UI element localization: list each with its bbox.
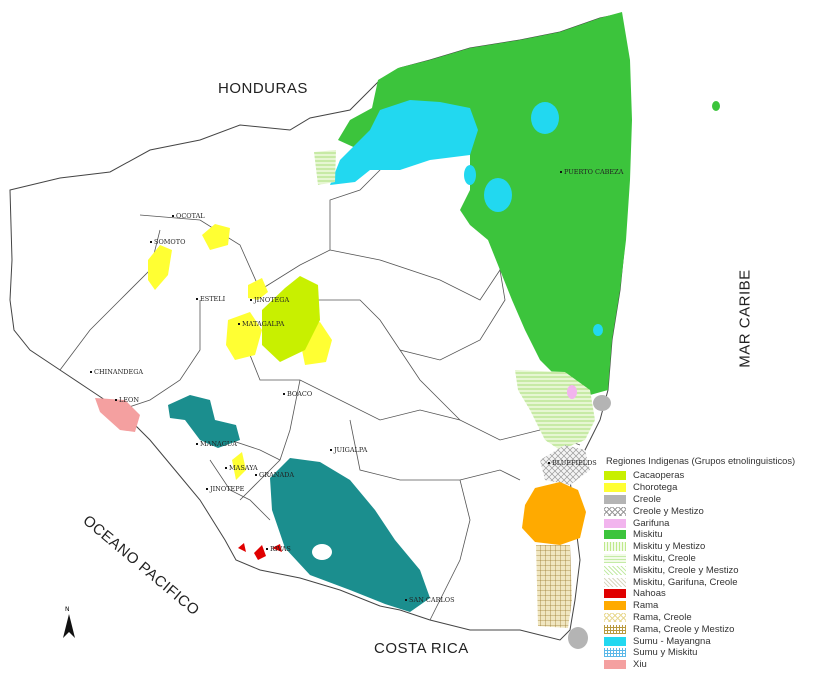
legend-label: Rama, Creole y Mestizo: [633, 623, 735, 635]
region-sumu-patch-3: [464, 165, 476, 185]
legend-label: Creole y Mestizo: [633, 505, 704, 517]
legend-item: Nahoas: [604, 588, 814, 600]
legend-label: Sumu y Miskitu: [633, 647, 698, 659]
legend-item: Rama, Creole y Mestizo: [604, 623, 814, 635]
city-granada: GRANADA: [255, 471, 294, 479]
city-matagalpa: MATAGALPA: [238, 320, 284, 328]
legend-item: Creole y Mestizo: [604, 505, 814, 517]
region-creole-2: [568, 627, 588, 649]
city-somoto: SOMOTO: [150, 238, 185, 246]
north-arrow-icon: [63, 614, 75, 638]
legend-item: Rama, Creole: [604, 612, 814, 624]
legend-item: Sumu - Mayangna: [604, 635, 814, 647]
legend-swatch: [604, 471, 626, 481]
region-nahoas-2: [238, 543, 246, 552]
region-rama: [522, 482, 586, 545]
legend-label: Miskitu, Garifuna, Creole: [633, 576, 738, 588]
legend-item: Miskitu, Garifuna, Creole: [604, 576, 814, 588]
legend-swatch: [604, 506, 626, 516]
region-nahoas-1: [254, 545, 266, 560]
legend-swatch: [604, 660, 626, 670]
north-arrow-label: N: [65, 606, 70, 613]
region-chorotega-somoto: [148, 245, 172, 290]
legend-item: Miskitu, Creole: [604, 553, 814, 565]
city-chinandega: CHINANDEGA: [90, 368, 143, 376]
north-arrow: N: [62, 606, 76, 640]
region-teal-managua: [168, 395, 240, 448]
legend-swatch: [604, 483, 626, 493]
legend-swatch: [604, 601, 626, 611]
legend-label: Rama, Creole: [633, 611, 692, 623]
legend-label: Chorotega: [633, 482, 678, 494]
legend-item: Miskitu, Creole y Mestizo: [604, 564, 814, 576]
region-teal-lake: [270, 458, 430, 612]
city-leon: LEON: [115, 396, 139, 404]
region-sumu-patch-4: [593, 324, 603, 336]
city-rivas: RIVAS: [266, 545, 291, 553]
city-managua: MANAGUA: [196, 440, 237, 448]
city-esteli: ESTELI: [196, 295, 225, 303]
mar-caribe-label: MAR CARIBE: [736, 269, 754, 368]
legend-swatch: [604, 612, 626, 622]
city-boaco: BOACO: [283, 390, 312, 398]
legend-swatch: [604, 624, 626, 634]
legend-item: Creole: [604, 494, 814, 506]
region-rama-creole-mestizo: [536, 545, 572, 628]
legend-swatch: [604, 518, 626, 528]
legend-label: Miskitu: [633, 529, 663, 541]
legend-swatch: [604, 636, 626, 646]
legend-label: Cacaoperas: [633, 470, 685, 482]
city-jinotepe: JINOTEPE: [206, 485, 244, 493]
island-ometepe: [312, 544, 332, 560]
city-bluefields: BLUEFIELDS: [548, 459, 597, 467]
region-sumu-patch-1: [531, 102, 559, 134]
region-sumu-patch-2: [484, 178, 512, 212]
legend-title: Regiones Indigenas (Grupos etnolinguisti…: [606, 455, 796, 466]
legend-item: Miskitu y Mestizo: [604, 541, 814, 553]
region-garifuna: [567, 385, 577, 399]
city-san-carlos: SAN CARLOS: [405, 596, 455, 604]
region-sumu-mayangna: [330, 100, 478, 185]
legend-label: Rama: [633, 600, 659, 612]
legend-item: Rama: [604, 600, 814, 612]
region-chorotega-ocotal: [202, 224, 230, 250]
legend-swatch: [604, 577, 626, 587]
region-creole-1: [593, 395, 611, 411]
region-chorotega-jinotega: [248, 278, 268, 300]
legend-swatch: [604, 589, 626, 599]
legend-item: Xiu: [604, 659, 814, 671]
legend-swatch: [604, 494, 626, 504]
legend-label: Miskitu y Mestizo: [633, 541, 706, 553]
legend-label: Sumu - Mayangna: [633, 635, 711, 647]
legend-item: Sumu y Miskitu: [604, 647, 814, 659]
legend-item: Garifuna: [604, 517, 814, 529]
legend-swatch: [604, 553, 626, 563]
costa-rica-label: COSTA RICA: [374, 640, 469, 657]
legend-item: Cacaoperas: [604, 470, 814, 482]
region-xiu: [95, 398, 140, 432]
city-jinotega: JINOTEGA: [250, 296, 289, 304]
legend-swatch: [604, 565, 626, 575]
city-juigalpa: JUIGALPA: [330, 446, 367, 454]
city-masaya: MASAYA: [225, 464, 258, 472]
city-ocotal: OCOTAL: [172, 212, 205, 220]
legend-swatch: [604, 542, 626, 552]
region-miskitu-island: [712, 101, 720, 111]
legend-swatch: [604, 530, 626, 540]
legend-item: Miskitu: [604, 529, 814, 541]
legend-item: Chorotega: [604, 482, 814, 494]
legend-label: Creole: [633, 493, 661, 505]
legend-label: Xiu: [633, 659, 647, 671]
legend-label: Miskitu, Creole y Mestizo: [633, 564, 739, 576]
legend-label: Miskitu, Creole: [633, 552, 696, 564]
legend: Regiones Indigenas (Grupos etnolinguisti…: [604, 455, 814, 671]
legend-swatch: [604, 648, 626, 658]
city-puerto-cabeza: PUERTO CABEZA: [560, 168, 623, 176]
region-miskitu-mestizo: [314, 150, 336, 185]
legend-label: Garifuna: [633, 517, 670, 529]
legend-label: Nahoas: [633, 588, 666, 600]
honduras-label: HONDURAS: [218, 80, 308, 97]
